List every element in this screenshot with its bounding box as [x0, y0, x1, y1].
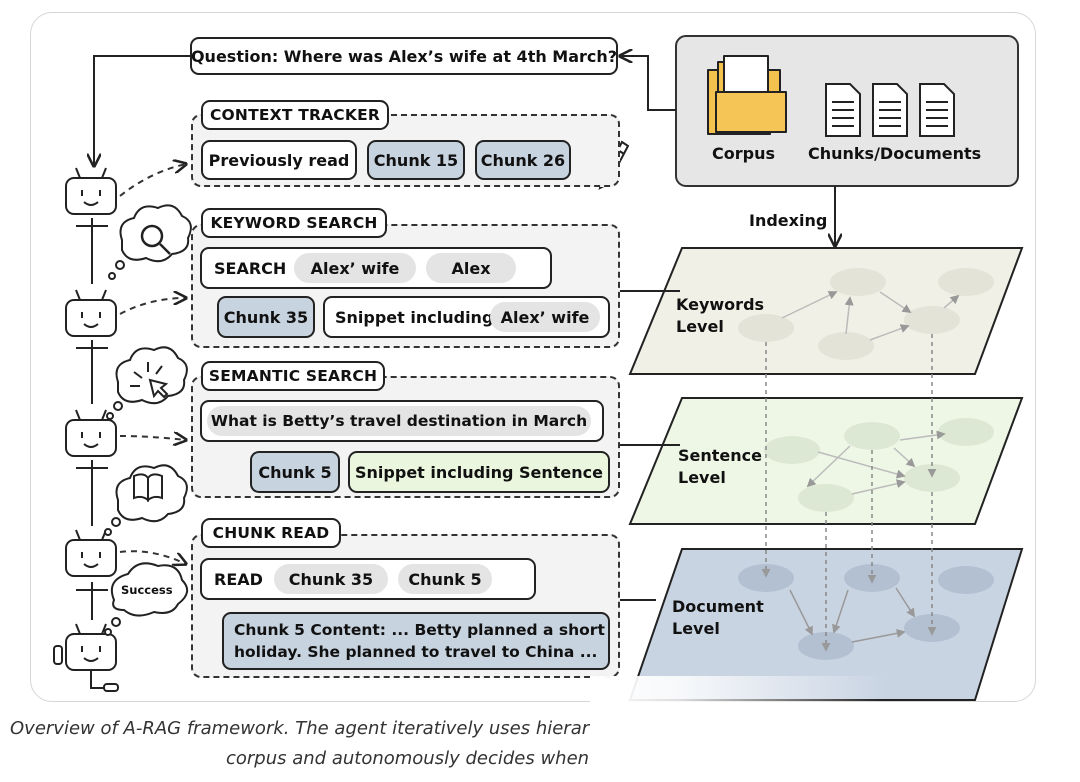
corpus-label: Corpus — [712, 144, 775, 163]
question-to-agent-arrow — [94, 55, 190, 166]
keyword-search-header: KEYWORD SEARCH — [201, 208, 387, 238]
agent-robot-icon — [53, 623, 119, 692]
keyword-snippet-term: Alex’ wife — [490, 302, 600, 332]
keyword-result-chunk-35[interactable]: Chunk 35 — [217, 296, 315, 338]
question-box: Question: Where was Alex’s wife at 4th M… — [190, 37, 618, 75]
read-chunk-35[interactable]: Chunk 35 — [274, 564, 388, 594]
chunk-content-line-2: holiday. She planned to travel to China … — [234, 643, 598, 661]
agent-robot-icon — [65, 167, 117, 215]
magnifier-thought-icon — [140, 224, 171, 255]
book-thought-icon — [133, 473, 163, 503]
read-action-label: READ — [214, 569, 263, 589]
thought-cloud-semantic — [106, 346, 188, 420]
document-level-suffix: Level — [672, 619, 720, 638]
keywords-level-plane — [628, 247, 1024, 375]
previously-read-label: Previously read — [201, 140, 357, 180]
context-chunk-15[interactable]: Chunk 15 — [367, 140, 465, 180]
sentence-level-plane — [628, 397, 1024, 525]
folder-icon — [707, 55, 787, 135]
chunks-documents-label: Chunks/Documents — [808, 144, 982, 163]
indexing-label: Indexing — [749, 211, 828, 230]
corpus-to-question-arrow — [620, 56, 676, 111]
keywords-graph — [738, 268, 994, 360]
semantic-result-chunk-5[interactable]: Chunk 5 — [250, 451, 340, 493]
keywords-level-word: Keywords — [676, 295, 765, 314]
success-cloud — [104, 562, 189, 636]
search-term-alex[interactable]: Alex — [426, 253, 516, 283]
caption-line-2: corpus and autonomously decides when — [226, 748, 590, 769]
thought-cloud-search — [108, 204, 192, 280]
fade-overlay — [590, 676, 1080, 782]
click-burst-icon — [130, 362, 169, 399]
sentence-graph — [764, 418, 994, 512]
semantic-query-text: What is Betty’s travel destination in Ma… — [207, 406, 591, 436]
context-chunk-26[interactable]: Chunk 26 — [475, 140, 571, 180]
chunk-content-line-1: Chunk 5 Content: ... Betty planned a sho… — [234, 621, 605, 639]
keywords-level-label: Keywords Level — [676, 294, 764, 338]
sentence-level-label: Sentence Level — [678, 445, 762, 489]
agent-robot-icon — [65, 529, 117, 577]
sentence-level-word: Sentence — [678, 446, 762, 465]
search-term-alex-wife[interactable]: Alex’ wife — [294, 253, 416, 283]
agent-action-arrows — [119, 164, 186, 564]
keywords-level-suffix: Level — [676, 317, 724, 336]
caption-line-1: Overview of A-RAG framework. The agent i… — [10, 718, 590, 739]
read-chunk-5[interactable]: Chunk 5 — [398, 564, 492, 594]
agent-robot-icon — [65, 289, 117, 337]
sentence-level-suffix: Level — [678, 468, 726, 487]
agent-robot-icon — [65, 409, 117, 457]
keyword-snippet-label: Snippet including — [335, 307, 494, 327]
document-level-word: Document — [672, 597, 764, 616]
context-tracker-header: CONTEXT TRACKER — [201, 100, 389, 130]
success-label: Success — [121, 583, 173, 597]
agent-timeline — [76, 218, 108, 620]
projection-lines — [761, 334, 937, 652]
semantic-snippet-box: Snippet including Sentence — [348, 451, 610, 493]
chunk-content-box: Chunk 5 Content: ... Betty planned a sho… — [222, 612, 610, 670]
search-action-label: SEARCH — [214, 258, 287, 278]
chunk-read-header: CHUNK READ — [201, 518, 341, 548]
document-level-label: Document Level — [672, 596, 764, 640]
semantic-search-header: SEMANTIC SEARCH — [201, 361, 385, 391]
document-icon — [825, 83, 955, 137]
